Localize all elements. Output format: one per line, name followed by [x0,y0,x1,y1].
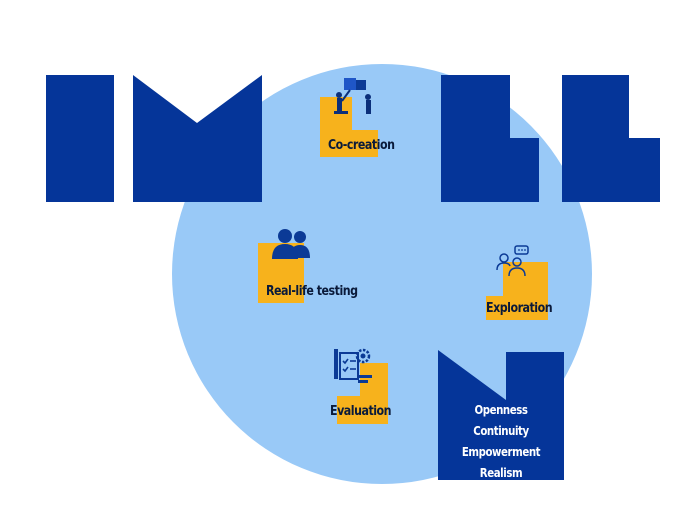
evaluation-label: Evaluation [330,403,392,419]
checklist-gear-icon [334,348,372,383]
exploration-label: Exploration [486,300,553,316]
principle-empowerment: Empowerment [461,445,541,459]
co-creation-block [320,130,378,157]
letter-n-shape [438,350,564,480]
letter-l1-shape [441,75,539,202]
letter-l2-shape [562,75,660,202]
collaboration-puzzle-icon [334,78,371,114]
people-chat-icon [496,245,529,277]
principles-list: Openness Continuity Empowerment Realism [438,400,564,484]
principle-openness: Openness [474,403,528,417]
principle-continuity: Continuity [473,424,529,438]
principle-realism: Realism [479,466,523,480]
users-group-icon [272,229,310,259]
letter-i-shape [46,75,114,202]
letter-m-shape [133,75,262,202]
co-creation-label: Co-creation [328,137,395,153]
real-life-testing-label: Real-life testing [266,283,358,299]
evaluation-block [337,396,388,424]
exploration-block [486,296,548,320]
